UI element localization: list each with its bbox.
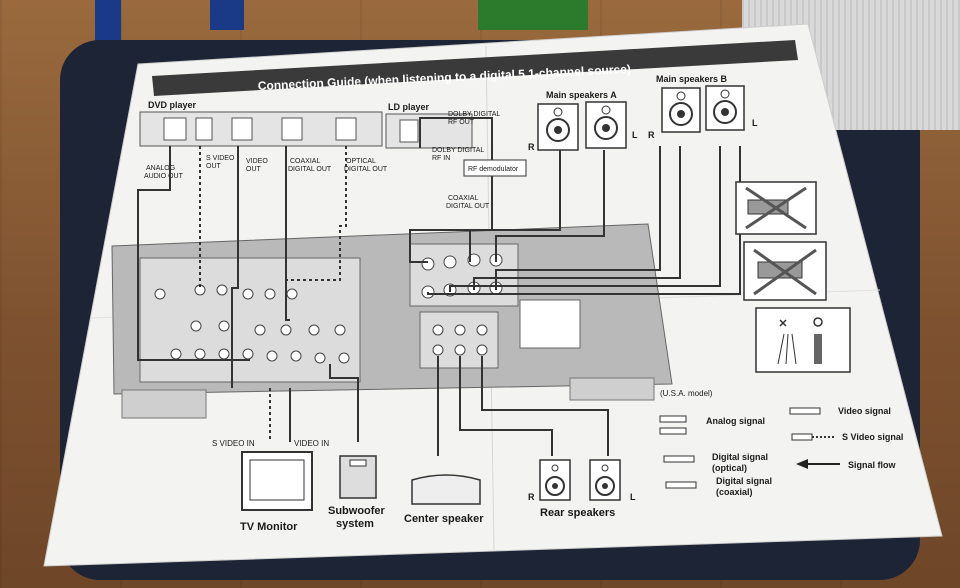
analog-signal-icon: [659, 415, 687, 423]
green-box: [478, 0, 588, 30]
signal-flow-arrow-icon: [796, 459, 808, 469]
main-speaker-b-left: [705, 85, 745, 131]
rf-demodulator-label: RF demodulator: [468, 166, 519, 173]
rear-speakers-label: Rear speakers: [540, 507, 615, 519]
dvd-coax-jack: [281, 117, 303, 141]
legend-signal-flow: Signal flow: [848, 460, 897, 470]
receiver-impedance-panel: [519, 299, 581, 349]
receiver-jacks: [154, 253, 503, 364]
receiver-foot: [569, 377, 655, 401]
main-a-right-label: R: [528, 142, 535, 152]
dvd-optical-jack: [335, 117, 357, 141]
dvd-player-label: DVD player: [148, 100, 197, 110]
main-speaker-a-left: [585, 101, 627, 149]
center-speaker-label: Center speaker: [404, 513, 484, 525]
video-signal-icon: [789, 407, 821, 415]
legend-digital-optical: Digital signal(optical): [712, 452, 768, 473]
receiver-input-panel: [139, 257, 361, 383]
dvd-player: DVD player: [139, 100, 383, 147]
video-in-label: VIDEO IN: [294, 439, 329, 448]
digital-coaxial-icon: [665, 481, 697, 489]
rear-speaker-left: [589, 459, 621, 501]
svideo-wires: [199, 146, 347, 442]
ld-player-label: LD player: [388, 102, 430, 112]
legend-digital-coaxial: Digital signal(coaxial): [716, 476, 772, 497]
dvd-svideo-jack: [195, 117, 213, 141]
receiver-foot: [121, 389, 207, 419]
legend-s-video: S Video signal: [842, 432, 903, 442]
rear-speaker-right: [539, 459, 571, 501]
main-a-left-label: L: [632, 130, 638, 140]
main-speaker-b-right: [661, 87, 701, 133]
rear-right-label: R: [528, 492, 535, 502]
ld-rf-jack: [399, 119, 419, 143]
dvd-video-jack: [231, 117, 253, 141]
title-bar: [152, 40, 798, 96]
legend-video: Video signal: [838, 406, 891, 416]
main-speaker-a-right: [537, 103, 579, 151]
subwoofer: [339, 455, 377, 499]
chair-leg: [210, 0, 244, 30]
main-b-right-label: R: [648, 130, 655, 140]
dvd-analog-jacks: [163, 117, 187, 141]
tv-monitor: [241, 451, 313, 511]
wiring-tip-panel-1: [735, 181, 817, 235]
wiring-tip-panel-2: [743, 241, 827, 301]
digital-optical-icon: [663, 455, 695, 463]
analog-signal-icon: [659, 427, 687, 435]
usa-model-label: (U.S.A. model): [660, 389, 713, 398]
main-speakers-a-label: Main speakers A: [546, 90, 617, 100]
rf-demodulator-box: [463, 159, 527, 177]
main-b-left-label: L: [752, 118, 758, 128]
legend-analog: Analog signal: [706, 416, 765, 426]
center-speaker-shape: [411, 474, 481, 505]
rear-left-label: L: [630, 492, 636, 502]
s-video-in-label: S VIDEO IN: [212, 439, 255, 448]
s-video-signal-icon: [791, 433, 813, 441]
legend: Analog signal Video signal S Video signa…: [659, 406, 903, 497]
wiring-tip-panel-3: [755, 307, 851, 373]
ld-player: LD player: [385, 102, 473, 149]
main-speakers-b-label: Main speakers B: [656, 74, 728, 84]
tv-monitor-label: TV Monitor: [240, 521, 298, 533]
connection-wires: [137, 117, 741, 456]
